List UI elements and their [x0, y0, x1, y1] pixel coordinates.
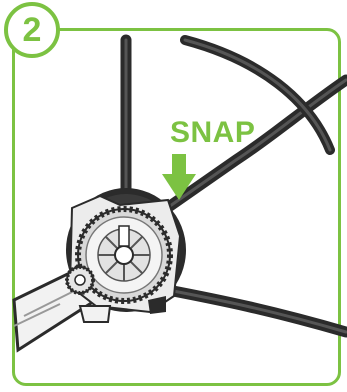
pinion-gear-icon: [67, 267, 93, 293]
step-number: 2: [23, 13, 42, 47]
step-number-badge: 2: [4, 2, 60, 58]
snap-label: SNAP: [170, 118, 255, 148]
